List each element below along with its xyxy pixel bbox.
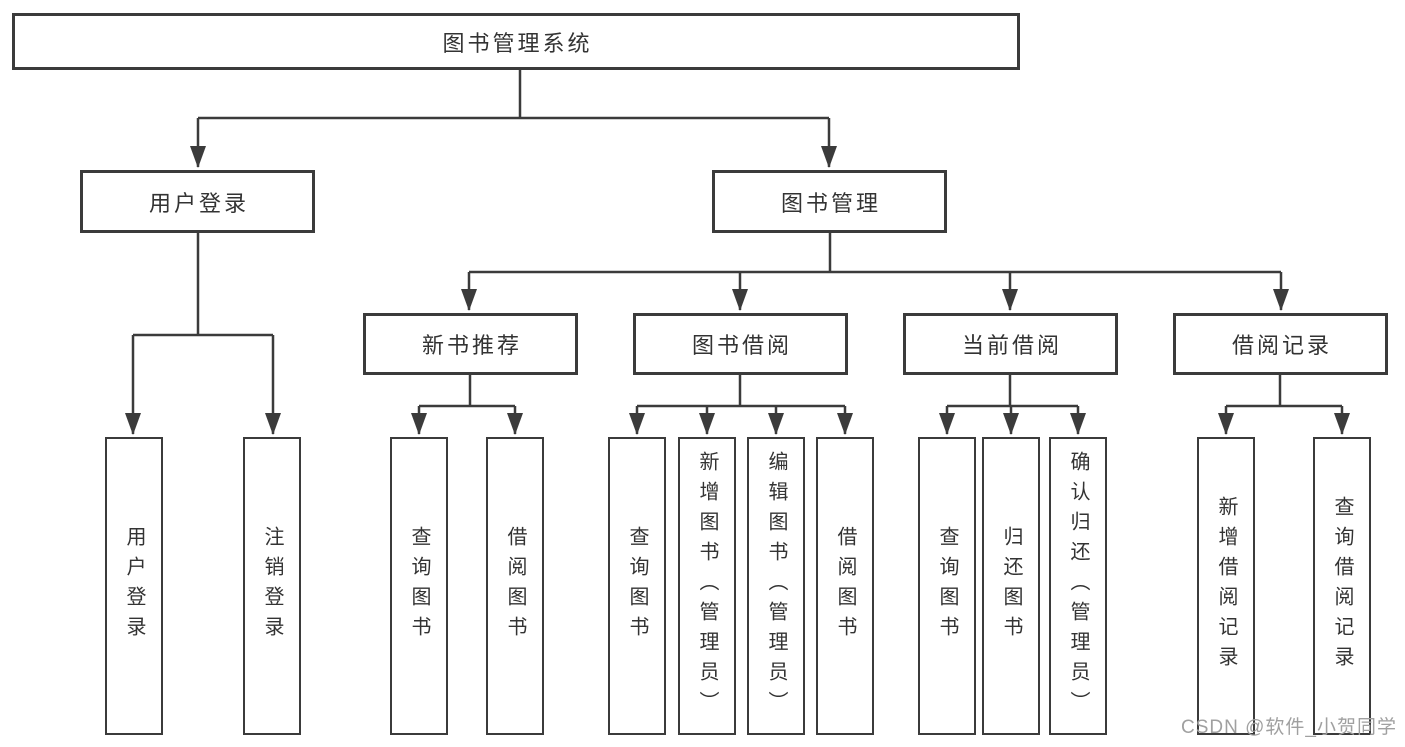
leaf-edit-book-admin: 编辑图书（管理员） bbox=[747, 437, 805, 735]
leaf-label: 用户登录 bbox=[123, 526, 145, 646]
leaf-label: 查询借阅记录 bbox=[1331, 496, 1353, 676]
leaf-borrow-books-recommend: 借阅图书 bbox=[486, 437, 544, 735]
node-library-management-system: 图书管理系统 bbox=[12, 13, 1020, 70]
node-label: 图书管理系统 bbox=[442, 30, 593, 56]
connector-group bbox=[125, 70, 1350, 435]
leaf-label: 借阅图书 bbox=[504, 526, 526, 646]
leaf-return-books: 归还图书 bbox=[982, 437, 1040, 735]
node-label: 借阅记录 bbox=[1231, 333, 1332, 358]
node-book-management: 图书管理 bbox=[712, 170, 947, 233]
leaf-label: 注销登录 bbox=[261, 526, 283, 646]
node-label: 新书推荐 bbox=[421, 333, 522, 358]
leaf-query-books-borrowing: 查询图书 bbox=[608, 437, 666, 735]
leaf-label: 查询图书 bbox=[626, 526, 648, 646]
leaf-label: 借阅图书 bbox=[834, 526, 856, 646]
leaf-query-borrow-record: 查询借阅记录 bbox=[1313, 437, 1371, 735]
leaf-add-book-admin: 新增图书（管理员） bbox=[678, 437, 736, 735]
node-user-login: 用户登录 bbox=[80, 170, 315, 233]
leaf-label: 新增借阅记录 bbox=[1215, 496, 1237, 676]
leaf-label: 查询图书 bbox=[936, 526, 958, 646]
leaf-query-books-recommend: 查询图书 bbox=[390, 437, 448, 735]
node-current-borrowing: 当前借阅 bbox=[903, 313, 1118, 375]
node-label: 当前借阅 bbox=[961, 333, 1062, 358]
node-label: 图书管理 bbox=[780, 190, 881, 216]
node-new-book-recommendation: 新书推荐 bbox=[363, 313, 578, 375]
leaf-label: 查询图书 bbox=[408, 526, 430, 646]
node-book-borrowing: 图书借阅 bbox=[633, 313, 848, 375]
leaf-label: 确认归还（管理员） bbox=[1067, 451, 1089, 721]
node-borrowing-records: 借阅记录 bbox=[1173, 313, 1388, 375]
node-label: 用户登录 bbox=[148, 190, 249, 216]
leaf-label: 归还图书 bbox=[1000, 526, 1022, 646]
leaf-logout: 注销登录 bbox=[243, 437, 301, 735]
leaf-label: 新增图书（管理员） bbox=[696, 451, 718, 721]
leaf-user-login: 用户登录 bbox=[105, 437, 163, 735]
node-label: 图书借阅 bbox=[691, 333, 792, 358]
leaf-borrow-books-borrowing: 借阅图书 bbox=[816, 437, 874, 735]
csdn-watermark: CSDN @软件_小贺同学 bbox=[1181, 717, 1397, 738]
leaf-confirm-return-admin: 确认归还（管理员） bbox=[1049, 437, 1107, 735]
leaf-query-books-current: 查询图书 bbox=[918, 437, 976, 735]
leaf-label: 编辑图书（管理员） bbox=[765, 451, 787, 721]
leaf-add-borrow-record: 新增借阅记录 bbox=[1197, 437, 1255, 735]
